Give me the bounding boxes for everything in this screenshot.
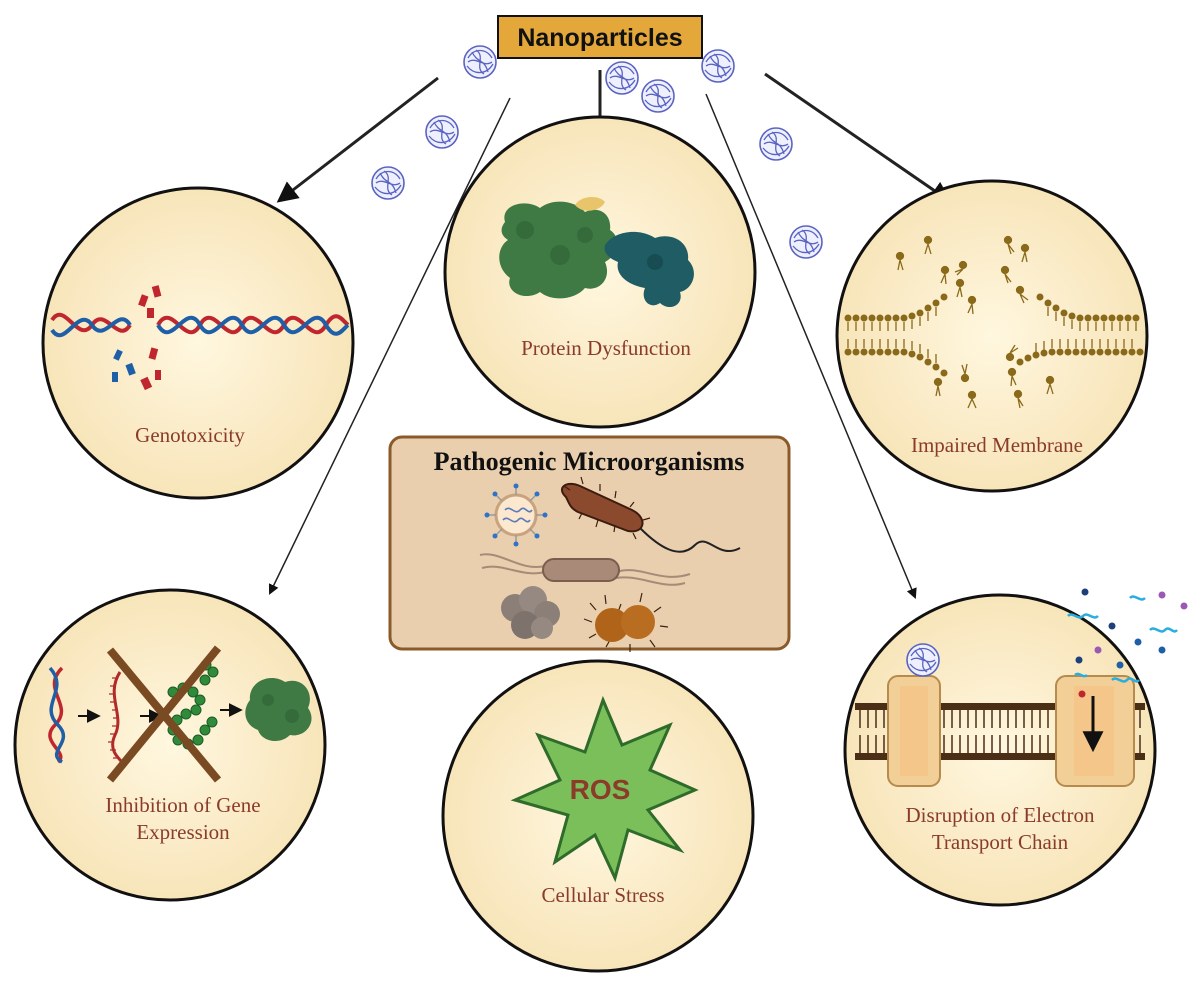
nanoparticle-icon bbox=[463, 45, 497, 79]
arrows bbox=[268, 70, 952, 599]
gene-expression-icon bbox=[48, 645, 312, 783]
arrow-to-etc bbox=[705, 93, 917, 599]
nanoparticles-title: Nanoparticles bbox=[517, 24, 682, 52]
gene-expression-label-line2: Expression bbox=[136, 820, 230, 844]
nanoparticle-icon bbox=[605, 61, 639, 95]
etc-label-line2: Transport Chain bbox=[932, 830, 1069, 854]
pathogenic-microorganisms-box: Pathogenic Microorganisms bbox=[388, 435, 791, 652]
gene-expression-panel: Inhibition of Gene Expression bbox=[13, 588, 327, 902]
arrow-to-gene-expression bbox=[268, 97, 511, 595]
nanoparticle-icon bbox=[759, 127, 793, 161]
protein-dysfunction-panel: Protein Dysfunction bbox=[443, 115, 757, 429]
cellular-stress-panel: ROS Cellular Stress bbox=[441, 659, 755, 973]
nanoparticle-icon bbox=[906, 643, 940, 677]
genotoxicity-panel: Genotoxicity bbox=[41, 186, 355, 500]
nanoparticle-icon bbox=[701, 49, 735, 83]
nanoparticle-icon bbox=[425, 115, 459, 149]
genotoxicity-label: Genotoxicity bbox=[135, 423, 245, 447]
bacillus-flagellum-icon bbox=[561, 476, 741, 553]
virus-icon bbox=[484, 483, 548, 547]
nanoparticle-icon bbox=[789, 225, 823, 259]
protein-icon bbox=[499, 196, 694, 308]
ros-burst-icon bbox=[510, 695, 699, 883]
etc-label-line1: Disruption of Electron bbox=[906, 803, 1095, 827]
etc-disruption-panel: Disruption of Electron Transport Chain bbox=[843, 588, 1188, 907]
ros-label: ROS bbox=[570, 774, 631, 805]
electron-transport-icon bbox=[855, 588, 1188, 787]
arrow-to-membrane bbox=[764, 72, 952, 203]
cellular-stress-label: Cellular Stress bbox=[541, 883, 664, 907]
cluster-cocci-icon bbox=[501, 586, 560, 639]
nanoparticle-icon bbox=[371, 166, 405, 200]
damaged-membrane-icon bbox=[844, 235, 1144, 409]
arrow-to-genotoxicity bbox=[276, 76, 439, 203]
pathogenic-microorganisms-title: Pathogenic Microorganisms bbox=[434, 447, 745, 476]
impaired-membrane-panel: Impaired Membrane bbox=[835, 179, 1149, 493]
nanoparticles-title-box: Nanoparticles bbox=[497, 15, 703, 59]
rod-bacterium-icon bbox=[479, 553, 691, 586]
protein-dysfunction-label: Protein Dysfunction bbox=[521, 336, 691, 360]
gene-expression-label-line1: Inhibition of Gene bbox=[105, 793, 260, 817]
diplococcus-icon bbox=[583, 592, 669, 652]
impaired-membrane-label: Impaired Membrane bbox=[911, 433, 1083, 457]
dna-break-icon bbox=[50, 285, 350, 391]
nanoparticle-icon bbox=[641, 79, 675, 113]
